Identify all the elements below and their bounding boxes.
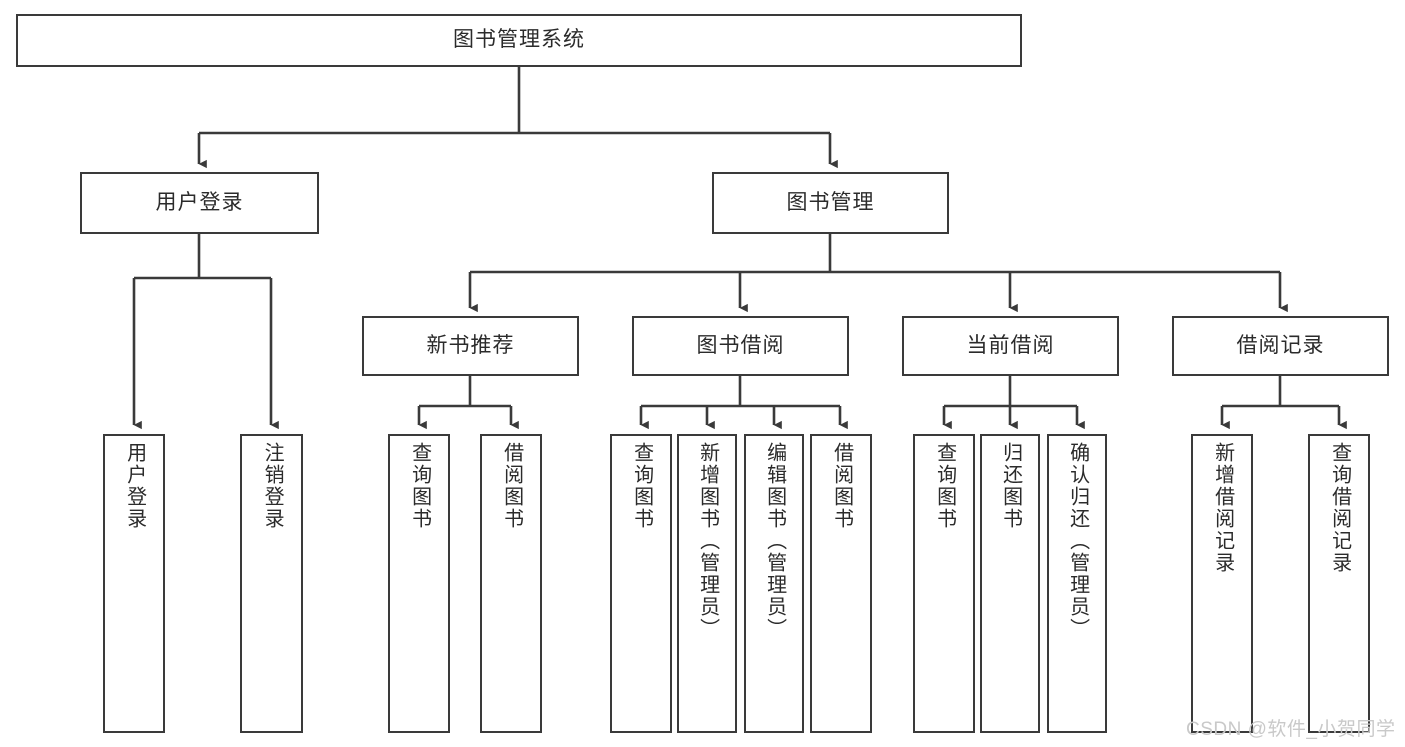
node-book-management-system[interactable]: 图书管理系统 (16, 14, 1022, 67)
node-label: 图书管理 (786, 190, 875, 214)
node-label: 用户登录 (155, 190, 244, 214)
node-label: 借阅图书 (830, 442, 853, 530)
node-leaf-add-record[interactable]: 新增借阅记录 (1191, 434, 1253, 733)
node-user-login[interactable]: 用户登录 (80, 172, 319, 234)
node-leaf-query-book-2[interactable]: 查询图书 (610, 434, 672, 733)
node-label: 借阅图书 (500, 442, 523, 530)
node-label: 查询图书 (933, 442, 956, 530)
node-label: 确认归还（管理员） (1066, 442, 1089, 640)
node-leaf-borrow-book-2[interactable]: 借阅图书 (810, 434, 872, 733)
node-leaf-borrow-book-1[interactable]: 借阅图书 (480, 434, 542, 733)
node-label: 图书管理系统 (453, 28, 585, 52)
node-leaf-user-logout[interactable]: 注销登录 (240, 434, 303, 733)
node-label: 查询图书 (630, 442, 653, 530)
node-leaf-confirm-return[interactable]: 确认归还（管理员） (1047, 434, 1107, 733)
node-label: 新增借阅记录 (1211, 442, 1234, 574)
node-leaf-edit-book[interactable]: 编辑图书（管理员） (744, 434, 804, 733)
node-book-manage[interactable]: 图书管理 (712, 172, 949, 234)
node-leaf-return-book[interactable]: 归还图书 (980, 434, 1040, 733)
node-label: 查询图书 (408, 442, 431, 530)
node-leaf-query-record[interactable]: 查询借阅记录 (1308, 434, 1370, 733)
csdn-watermark: CSDN @软件_小贺同学 (1186, 719, 1396, 740)
node-leaf-query-book-1[interactable]: 查询图书 (388, 434, 450, 733)
node-label: 图书借阅 (696, 333, 785, 357)
node-label: 新书推荐 (426, 333, 515, 357)
node-label: 归还图书 (999, 442, 1022, 530)
node-label: 查询借阅记录 (1328, 442, 1351, 574)
node-leaf-query-book-3[interactable]: 查询图书 (913, 434, 975, 733)
node-label: 借阅记录 (1236, 333, 1325, 357)
node-label: 注销登录 (261, 442, 284, 530)
node-leaf-user-login[interactable]: 用户登录 (103, 434, 165, 733)
node-label: 当前借阅 (966, 333, 1055, 357)
node-label: 用户登录 (123, 442, 146, 530)
node-borrow-record[interactable]: 借阅记录 (1172, 316, 1389, 376)
node-current-borrow[interactable]: 当前借阅 (902, 316, 1119, 376)
node-leaf-add-book[interactable]: 新增图书（管理员） (677, 434, 737, 733)
node-new-book-recommend[interactable]: 新书推荐 (362, 316, 579, 376)
node-label: 编辑图书（管理员） (763, 442, 786, 640)
node-book-borrow[interactable]: 图书借阅 (632, 316, 849, 376)
node-label: 新增图书（管理员） (696, 442, 719, 640)
